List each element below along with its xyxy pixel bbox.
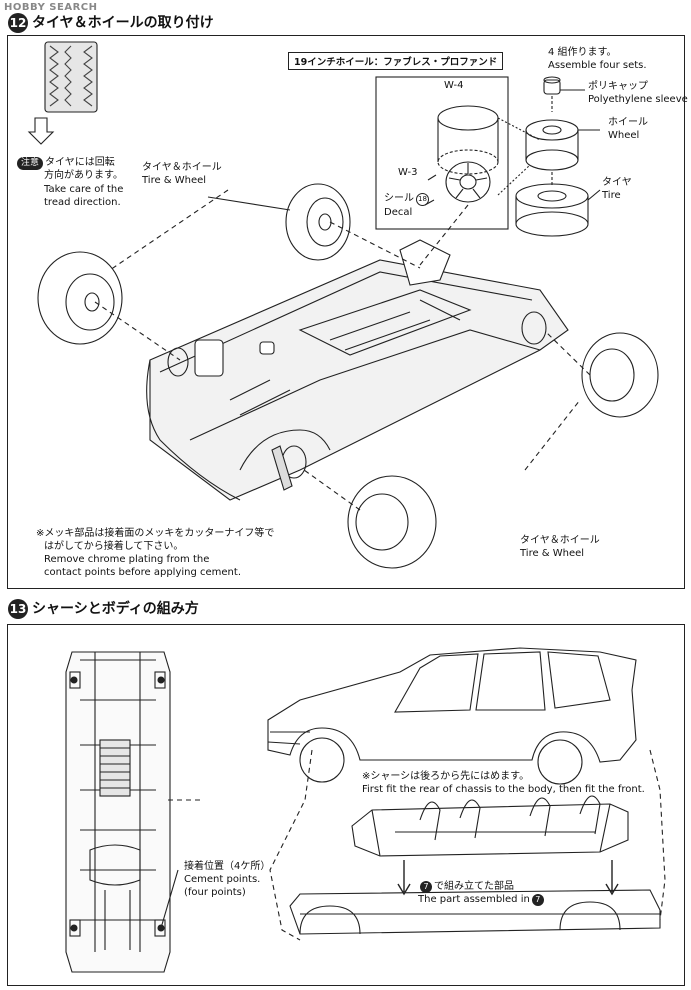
caution-note: 注意タイヤには回転 bbox=[17, 156, 115, 170]
step-ref-badge: 7 bbox=[420, 881, 432, 893]
cement-points-en-1: Cement points. bbox=[184, 874, 261, 885]
tire-en: Tire bbox=[602, 190, 621, 201]
tire-bottom-illustration bbox=[347, 475, 437, 569]
chrome-note-ja-2: はがしてから接着して下さい。 bbox=[44, 541, 184, 552]
tire-top-illustration bbox=[285, 183, 351, 261]
chrome-note-en-2: contact points before applying cement. bbox=[44, 567, 241, 578]
fit-note-en: First fit the rear of chassis to the bod… bbox=[362, 784, 645, 795]
part-w3-label: W-3 bbox=[398, 167, 418, 178]
wheel-ja: ホイール bbox=[608, 117, 648, 128]
tire-wheel-label-ja-2: タイヤ＆ホイール bbox=[520, 535, 600, 546]
caution-ja-1: タイヤには回転 bbox=[45, 157, 115, 168]
tire-illustration bbox=[515, 183, 589, 237]
tread-pattern-illustration bbox=[44, 41, 98, 113]
lower-chassis-illustration bbox=[289, 889, 661, 935]
step-ref-badge-2: 7 bbox=[531, 894, 544, 906]
wheel-illustration bbox=[525, 119, 579, 171]
assembled-ja-text: で組み立てた部品 bbox=[434, 881, 514, 892]
body-interior-illustration bbox=[351, 795, 629, 857]
cement-point-marks bbox=[70, 676, 165, 932]
step12-title-text: タイヤ＆ホイールの取り付け bbox=[32, 15, 214, 31]
caution-badge: 注意 bbox=[17, 157, 44, 170]
down-arrow-left-icon bbox=[397, 860, 411, 896]
polycap-ja: ポリキャップ bbox=[588, 81, 648, 92]
chassis-underside-illustration bbox=[65, 651, 171, 973]
step12-number: 12 bbox=[8, 13, 28, 33]
chassis-illustration bbox=[146, 239, 569, 501]
tire-wheel-label-en: Tire & Wheel bbox=[142, 175, 207, 186]
fit-note-ja: ※シャーシは後ろから先にはめます。 bbox=[362, 771, 530, 782]
decal-label-en: Decal bbox=[384, 207, 413, 218]
decal-number: 18 bbox=[416, 193, 429, 206]
down-arrow-right-icon bbox=[605, 860, 619, 896]
caution-en-1: Take care of the bbox=[44, 184, 124, 195]
wheel-face-illustration bbox=[445, 161, 491, 203]
chrome-note-ja-1: ※メッキ部品は接着面のメッキをカッターナイフ等で bbox=[36, 528, 275, 539]
cement-points-ja: 接着位置（4ケ所） bbox=[184, 861, 271, 872]
caution-en-2: tread direction. bbox=[44, 197, 121, 208]
tire-wheel-label-ja: タイヤ＆ホイール bbox=[142, 162, 222, 173]
cement-points-en-2: (four points) bbox=[184, 887, 246, 898]
tire-left-illustration bbox=[37, 251, 123, 345]
caution-ja-2: 方向があります。 bbox=[44, 170, 123, 181]
step13-number: 13 bbox=[8, 599, 28, 619]
decal-ja: シール bbox=[384, 193, 414, 204]
assemble-ja: 4 組作ります。 bbox=[548, 47, 617, 58]
tire-wheel-label-en-2: Tire & Wheel bbox=[520, 548, 585, 559]
rotation-arrow-icon bbox=[27, 117, 55, 145]
part-w4-label: W-4 bbox=[444, 80, 464, 91]
polycap-illustration bbox=[543, 76, 561, 95]
car-body-illustration bbox=[267, 647, 637, 785]
chrome-note-en-1: Remove chrome plating from the bbox=[44, 554, 210, 565]
assembled-en-text: The part assembled in bbox=[418, 894, 530, 905]
rear-left-hub bbox=[167, 347, 189, 377]
assemble-en: Assemble four sets. bbox=[548, 60, 647, 71]
tire-ja: タイヤ bbox=[602, 177, 632, 188]
wheel-en: Wheel bbox=[608, 130, 640, 141]
step13-title-text: シャーシとボディの組み方 bbox=[32, 601, 199, 617]
tire-right-illustration bbox=[581, 332, 659, 418]
wheel-header: 19インチホイール：ファブレス・プロファンド bbox=[288, 52, 504, 70]
watermark: HOBBY SEARCH bbox=[4, 2, 98, 13]
polycap-en: Polyethylene sleeve bbox=[588, 94, 688, 105]
rear-right-hub bbox=[521, 311, 547, 345]
